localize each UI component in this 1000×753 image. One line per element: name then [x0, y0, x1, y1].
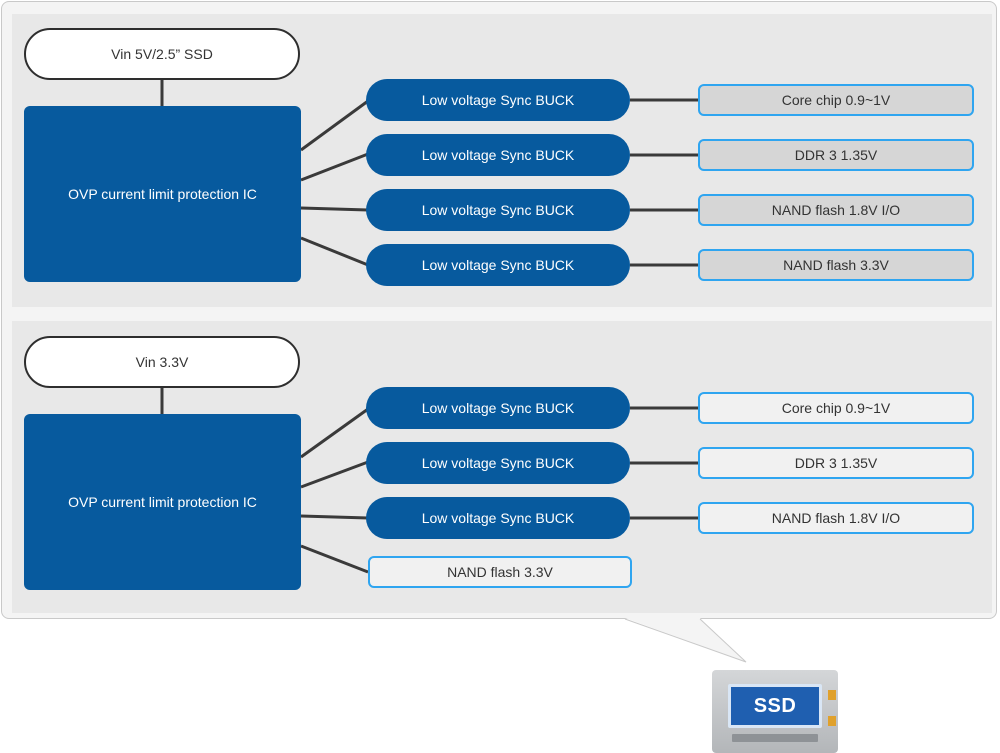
ssd-drive-icon: SSD	[712, 670, 838, 753]
output-rail: DDR 3 1.35V	[698, 139, 974, 171]
vin-label: Vin 3.3V	[135, 354, 189, 370]
output-label: DDR 3 1.35V	[794, 455, 878, 471]
vin-label: Vin 5V/2.5” SSD	[111, 46, 213, 62]
buck-label: Low voltage Sync BUCK	[421, 147, 575, 163]
output-rail: NAND flash 1.8V I/O	[698, 502, 974, 534]
output-rail: DDR 3 1.35V	[698, 447, 974, 479]
buck-converter: Low voltage Sync BUCK	[366, 387, 630, 429]
output-label: Core chip 0.9~1V	[781, 400, 891, 416]
buck-label: Low voltage Sync BUCK	[421, 510, 575, 526]
buck-converter: Low voltage Sync BUCK	[366, 79, 630, 121]
direct-output-rail: NAND flash 3.3V	[368, 556, 632, 588]
output-label: NAND flash 1.8V I/O	[771, 510, 901, 526]
output-rail: NAND flash 1.8V I/O	[698, 194, 974, 226]
buck-label: Low voltage Sync BUCK	[421, 257, 575, 273]
ssd-text: SSD	[753, 694, 797, 717]
buck-label: Low voltage Sync BUCK	[421, 202, 575, 218]
vin-5v-input: Vin 5V/2.5” SSD	[24, 28, 300, 80]
vin-3v3-input: Vin 3.3V	[24, 336, 300, 388]
buck-label: Low voltage Sync BUCK	[421, 400, 575, 416]
output-label: NAND flash 3.3V	[783, 257, 889, 273]
buck-converter: Low voltage Sync BUCK	[366, 497, 630, 539]
buck-label: Low voltage Sync BUCK	[421, 455, 575, 471]
output-rail: NAND flash 3.3V	[698, 249, 974, 281]
buck-converter: Low voltage Sync BUCK	[366, 244, 630, 286]
output-rail: Core chip 0.9~1V	[698, 392, 974, 424]
ovp-label: OVP current limit protection IC	[68, 494, 257, 510]
ssd-label-plate: SSD	[728, 684, 822, 728]
buck-converter: Low voltage Sync BUCK	[366, 189, 630, 231]
ssd-pin	[828, 716, 836, 726]
buck-converter: Low voltage Sync BUCK	[366, 442, 630, 484]
ovp-label: OVP current limit protection IC	[68, 186, 257, 202]
ssd-pin	[828, 690, 836, 700]
output-label: NAND flash 3.3V	[447, 564, 553, 580]
output-label: DDR 3 1.35V	[794, 147, 878, 163]
ovp-protection-ic: OVP current limit protection IC	[24, 106, 301, 282]
buck-label: Low voltage Sync BUCK	[421, 92, 575, 108]
ovp-protection-ic: OVP current limit protection IC	[24, 414, 301, 590]
output-rail: Core chip 0.9~1V	[698, 84, 974, 116]
ssd-connector-bar	[732, 734, 818, 742]
callout-pointer	[625, 618, 746, 662]
callout-pointer-outline	[624, 618, 747, 663]
output-label: NAND flash 1.8V I/O	[771, 202, 901, 218]
output-label: Core chip 0.9~1V	[781, 92, 891, 108]
buck-converter: Low voltage Sync BUCK	[366, 134, 630, 176]
